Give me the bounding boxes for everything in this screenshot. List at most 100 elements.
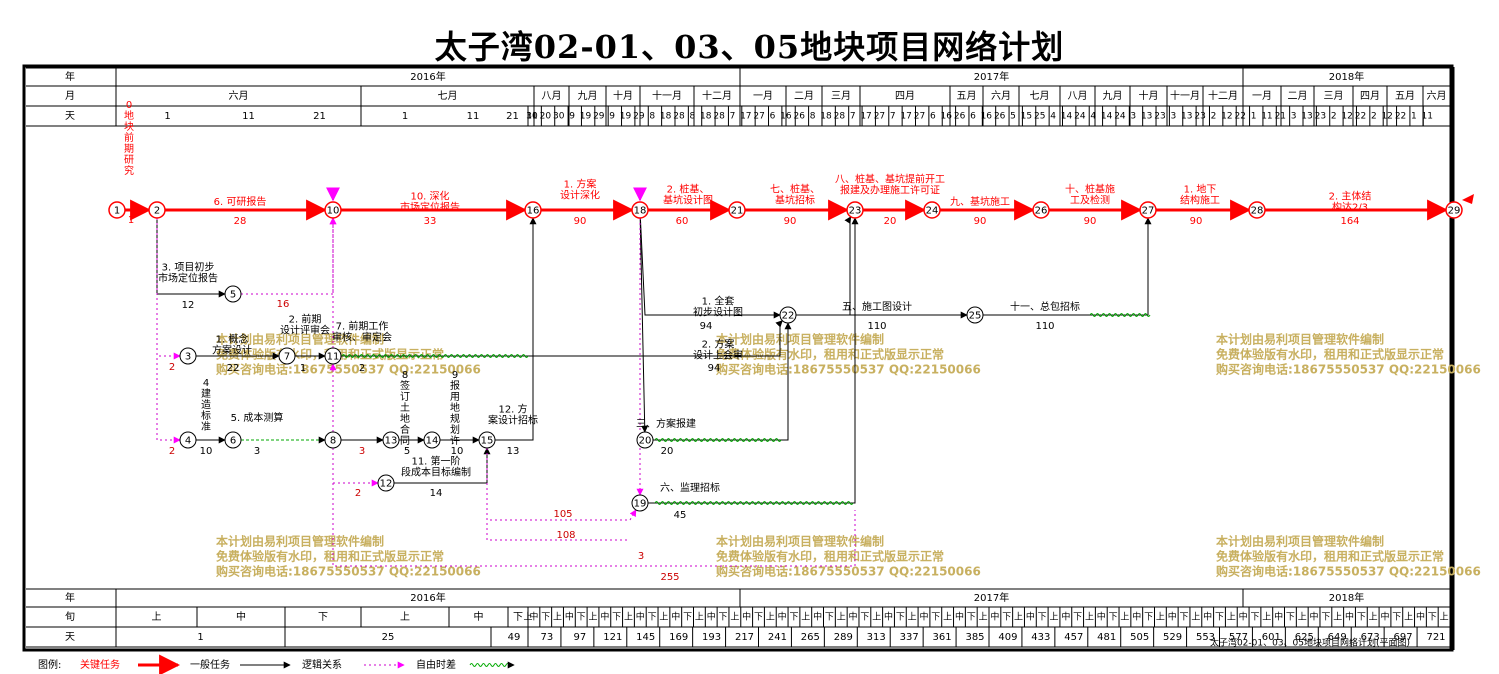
task-duration: 164 <box>1340 216 1359 227</box>
footer-xun: 中 <box>1345 611 1354 623</box>
node-number: 10 <box>327 206 340 217</box>
float-value: 3 <box>638 551 644 562</box>
header-year: 2018年 <box>1329 70 1364 83</box>
footer-xun: 上 <box>553 612 562 623</box>
header-month: 十二月 <box>702 89 732 102</box>
page-title: 太子湾02-01、03、05地块项目网络计划 <box>434 28 1065 66</box>
task-name: 八、桩基、基坑提前开工 <box>835 173 945 186</box>
task-duration: 45 <box>674 510 687 521</box>
footer-xun: 中 <box>1168 611 1177 623</box>
header-row-label: 天 <box>65 111 75 122</box>
footer-year: 2017年 <box>974 591 1009 604</box>
header-month: 十一月 <box>652 89 682 102</box>
header-month: 六月 <box>991 90 1011 102</box>
node-circle <box>179 347 197 365</box>
footer-day: 121 <box>603 632 622 643</box>
task-name: 十一、总包招标 <box>1010 300 1080 313</box>
header-month: 九月 <box>1103 90 1123 102</box>
footer-xun: 中 <box>1061 611 1070 623</box>
task-duration: 22 <box>227 363 240 374</box>
watermark-text: 购买咨询电话:18675550537 QQ:22150066 <box>716 564 981 579</box>
node-circle <box>224 431 242 449</box>
footer-caption: 太子湾02-01、03、05地块项目网络计划(平面图) <box>1210 637 1410 649</box>
task-duration: 14 <box>430 488 443 499</box>
float-value: 2 <box>169 446 175 457</box>
header-day: 13 <box>1181 112 1192 122</box>
task-name: 2. 方案 <box>702 338 735 351</box>
footer-xun: 下 <box>896 613 905 623</box>
header-day: 19 <box>580 112 592 122</box>
footer-xun: 上 <box>1120 612 1129 623</box>
header-day: 5 <box>1010 112 1016 122</box>
header-day: 28 <box>673 112 685 122</box>
legend-title: 图例: <box>38 658 61 671</box>
header-day: 2 <box>1211 112 1217 122</box>
watermark-text: 购买咨询电话:18675550537 QQ:22150066 <box>216 362 481 377</box>
header-row-label: 月 <box>65 90 75 102</box>
node-circle <box>631 494 649 512</box>
header-day: 21 <box>506 111 519 122</box>
node-circle <box>324 347 342 365</box>
footer-year: 2016年 <box>410 591 445 604</box>
header-day: 31 <box>526 112 537 122</box>
header-month: 八月 <box>1068 90 1088 102</box>
header-day: 14 <box>1061 112 1073 122</box>
watermark-text: 免费体验版有水印，租用和正式版显示正常 <box>716 549 944 564</box>
header-day: 11 <box>242 111 255 122</box>
footer-day: 481 <box>1097 632 1116 643</box>
task-name: 标 <box>201 410 211 422</box>
footer-xun: 下 <box>719 613 728 623</box>
node-number: 12 <box>380 479 393 490</box>
header-day: 4 <box>1090 112 1096 122</box>
task-duration: 20 <box>661 446 674 457</box>
footer-day: 337 <box>900 632 919 643</box>
footer-xun: 下 <box>683 613 692 623</box>
header-day: 22 <box>1234 112 1245 122</box>
legend-critical: 关键任务 <box>80 658 120 671</box>
footer-day: 169 <box>669 632 688 643</box>
node-circle <box>524 201 542 219</box>
header-day: 24 <box>1074 112 1086 122</box>
node-circle <box>324 431 342 449</box>
header-day: 12 <box>1341 112 1352 122</box>
header-day: 4 <box>1050 112 1056 122</box>
task-name: 5. 成本测算 <box>231 411 284 424</box>
node-number: 13 <box>385 436 398 447</box>
footer-xun: 中 <box>778 611 787 623</box>
task-name: 审核、审定会 <box>332 331 392 344</box>
header-day: 12 <box>1381 112 1392 122</box>
task-name: 基坑招标 <box>775 194 815 207</box>
task-name: 研 <box>124 154 134 166</box>
header-day: 6 <box>930 112 936 122</box>
header-day: 26 <box>794 112 806 122</box>
header-day: 25 <box>1034 112 1045 122</box>
node-circle <box>1139 201 1157 219</box>
footer-xun: 中 <box>955 611 964 623</box>
footer-xun: 上 <box>872 612 881 623</box>
float-value: 255 <box>660 572 679 583</box>
task-name: 同 <box>400 435 410 447</box>
footer-xun: 下 <box>1073 613 1082 623</box>
footer-xun: 上 <box>1156 612 1165 623</box>
float-arrow <box>156 218 181 444</box>
footer-xun: 下 <box>612 613 621 623</box>
footer-day: 193 <box>702 632 721 643</box>
header-day: 11 <box>467 111 480 122</box>
header-month: 七月 <box>438 90 458 102</box>
task-name: 设计上会审 <box>693 349 743 362</box>
node-circle <box>423 431 441 449</box>
header-day: 7 <box>850 112 856 122</box>
task-name: 十、桩基施 <box>1065 183 1115 196</box>
node-number: 11 <box>327 352 340 363</box>
node-number: 3 <box>185 352 191 363</box>
task-duration: 33 <box>424 216 437 227</box>
header-month: 三月 <box>1324 90 1344 102</box>
footer-day: 313 <box>867 632 886 643</box>
task-name: 建 <box>201 387 211 400</box>
task-duration: 90 <box>574 216 587 227</box>
node-number: 16 <box>527 206 540 217</box>
node-circle <box>278 347 296 365</box>
node-number: 24 <box>926 206 939 217</box>
footer-xun: 下 <box>1286 613 1295 623</box>
footer-day: 601 <box>1262 632 1281 643</box>
